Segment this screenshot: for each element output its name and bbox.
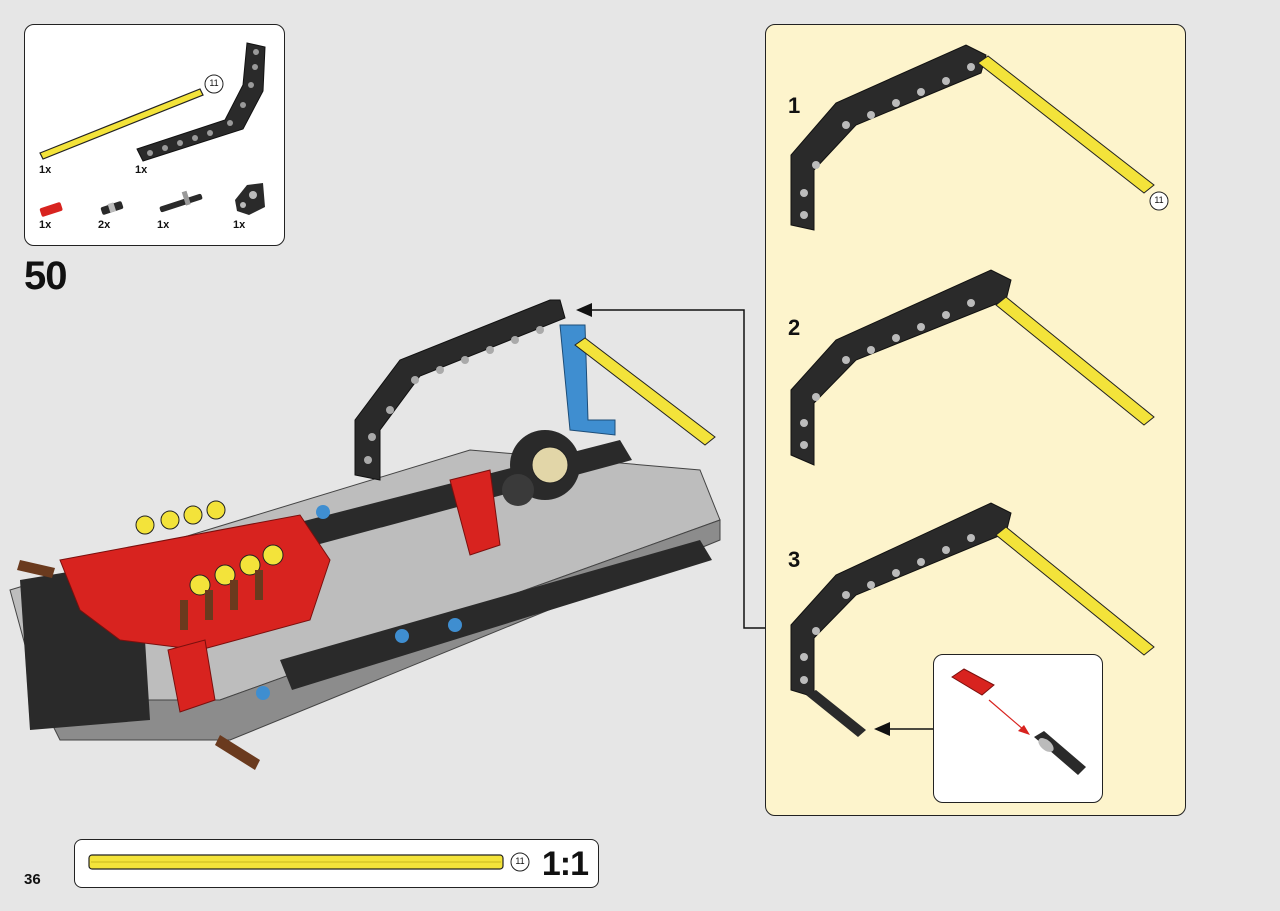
yellow-axle-model	[574, 337, 716, 446]
part-qty: 1x	[39, 219, 52, 231]
part-qty: 1x	[135, 164, 148, 176]
page-number: 36	[24, 871, 41, 888]
step-number: 50	[24, 254, 67, 298]
length-circle-icon	[204, 74, 224, 94]
substep-3-axle	[995, 526, 1155, 656]
scale-bar-box: 11 1:1	[74, 839, 599, 888]
red-part-front	[167, 639, 216, 713]
part-qty: 2x	[98, 219, 111, 231]
axle-stop-part	[1034, 731, 1086, 775]
axle-stop-part	[159, 190, 203, 213]
red-axle-pin-part	[951, 668, 995, 696]
brown-axles	[17, 560, 260, 770]
callout-arrow	[874, 722, 934, 736]
black-pin-part	[100, 201, 124, 215]
substep-1-axle	[977, 55, 1155, 194]
substep-label: 3	[788, 547, 801, 572]
part-qty: 1x	[39, 164, 52, 176]
insert-arrow	[988, 699, 1030, 735]
subassembly-panel: 1 2 3 11	[765, 24, 1186, 816]
substep-1-beam	[790, 44, 987, 231]
bent-beam-part	[136, 42, 266, 162]
bent-beam-arch	[354, 299, 566, 481]
callout-illustration	[951, 668, 1086, 775]
substep-label: 2	[788, 315, 801, 340]
yellow-axle-part	[39, 88, 204, 160]
blue-bracket	[559, 324, 616, 436]
parts-list-box: 11 1x 1x 1x 2x 1x 1x	[24, 24, 285, 246]
substep-label: 1	[788, 93, 801, 118]
red-axle-pin-part	[39, 202, 63, 217]
parts-illustrations	[39, 42, 266, 217]
substep-2-axle	[995, 296, 1155, 426]
scale-axle-illustration	[88, 852, 530, 872]
callout-arrow	[576, 303, 765, 629]
pin-connector-part	[235, 183, 265, 215]
length-circle-icon	[1149, 191, 1169, 211]
length-circle-label: 11	[515, 856, 525, 866]
scale-ratio: 1:1	[541, 845, 589, 883]
part-qty: 1x	[157, 219, 170, 231]
engine-block	[59, 469, 501, 651]
length-circle-label: 11	[1154, 195, 1164, 205]
substep-3-beam	[790, 502, 1012, 737]
gear-assembly	[502, 430, 580, 506]
length-circle-icon	[510, 852, 530, 872]
substep-2-beam	[790, 269, 1012, 466]
length-circle-label: 11	[209, 78, 219, 88]
part-qty: 1x	[233, 219, 246, 231]
callout-detail-box	[933, 654, 1103, 803]
subassembly-illustrations	[790, 44, 1169, 737]
blue-pins	[256, 505, 462, 700]
